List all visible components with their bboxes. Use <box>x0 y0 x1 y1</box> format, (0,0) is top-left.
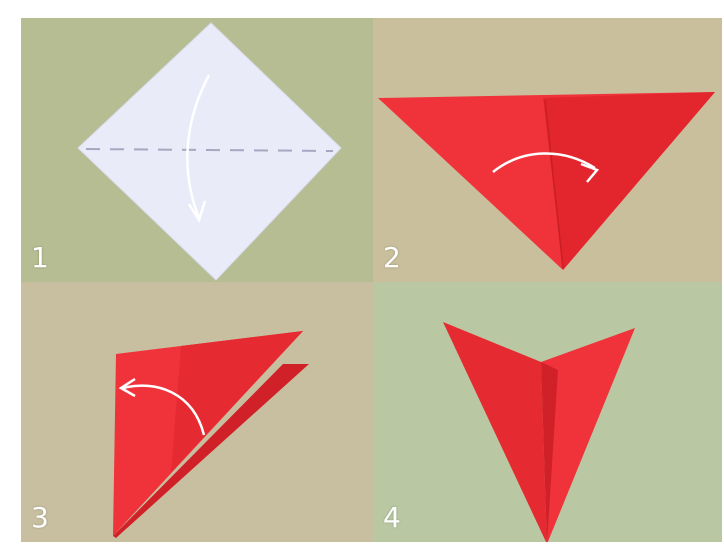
step-number-1: 1 <box>31 244 49 272</box>
step-1-panel: 1 <box>21 18 373 282</box>
step-4-panel: 4 <box>373 282 722 542</box>
step-4-illustration <box>373 282 722 542</box>
origami-instructions-grid: 1 2 3 4 <box>21 18 722 542</box>
step-number-3: 3 <box>31 504 49 532</box>
step-3-panel: 3 <box>21 282 373 542</box>
step-2-illustration <box>373 18 722 282</box>
step-1-illustration <box>21 18 373 282</box>
step-3-illustration <box>21 282 373 542</box>
step-2-panel: 2 <box>373 18 722 282</box>
step-number-2: 2 <box>383 244 401 272</box>
step-number-4: 4 <box>383 504 401 532</box>
